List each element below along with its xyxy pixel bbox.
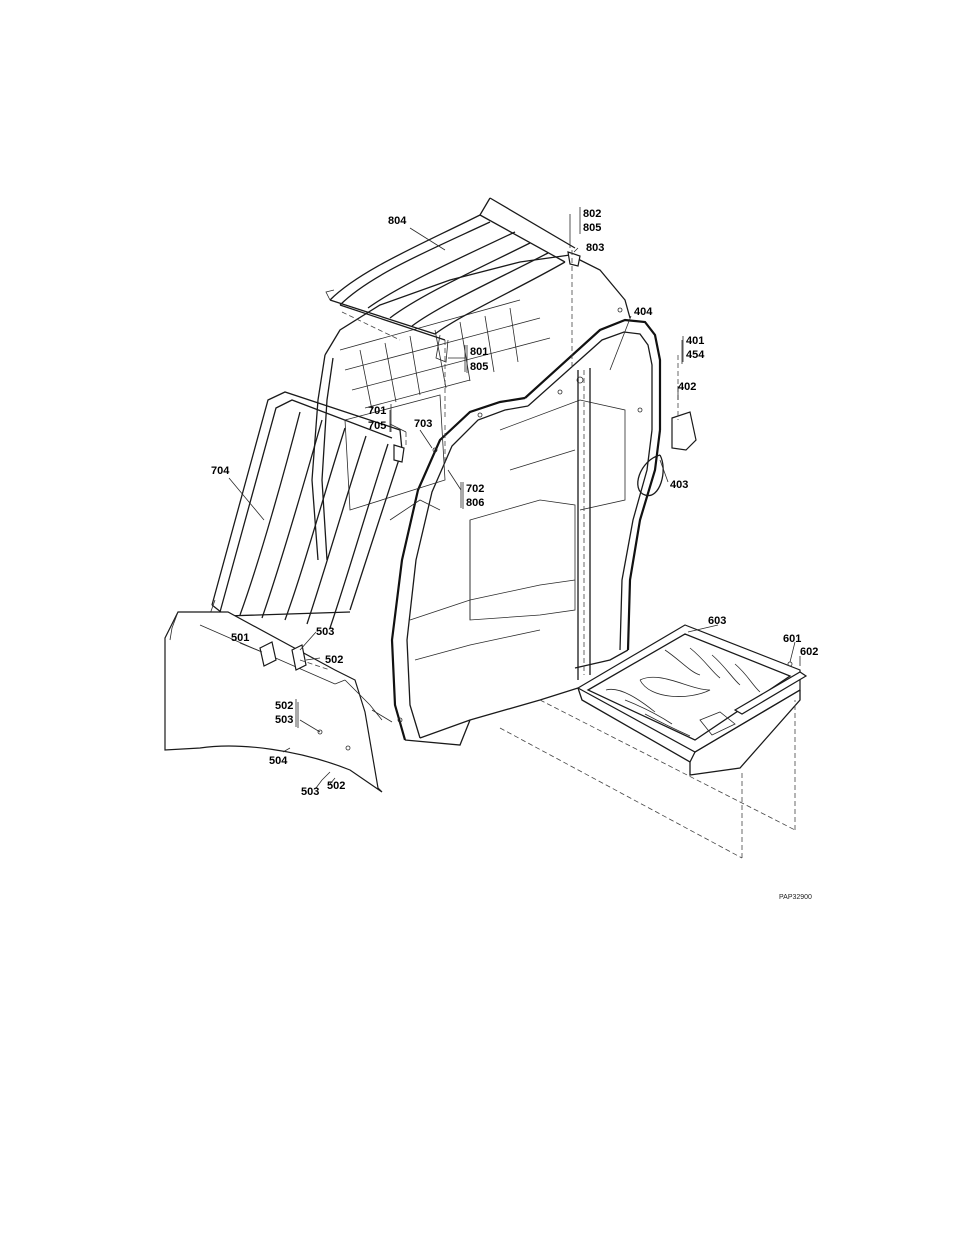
callout-labels: 804 802 805 803 404 401 454 801 805 402 … — [211, 207, 818, 901]
callout-402: 402 — [678, 381, 696, 393]
callout-805: 805 — [583, 222, 601, 234]
callout-802: 802 — [583, 208, 601, 220]
callout-803: 803 — [586, 242, 604, 254]
callout-502: 502 — [275, 700, 293, 712]
callout-504: 504 — [269, 755, 288, 767]
callout-403: 403 — [670, 479, 688, 491]
callout-801: 801 — [470, 346, 488, 358]
callout-806: 806 — [466, 497, 484, 509]
callout-705: 705 — [368, 420, 386, 432]
callout-601: 601 — [783, 633, 801, 645]
callout-704: 704 — [211, 465, 230, 477]
roof-guard — [326, 198, 580, 362]
callout-404: 404 — [634, 306, 653, 318]
callout-502: 502 — [327, 780, 345, 792]
callout-501: 501 — [231, 632, 249, 644]
callout-602: 602 — [800, 646, 818, 658]
callout-603: 603 — [708, 615, 726, 627]
callout-703: 703 — [414, 418, 432, 430]
callout-454: 454 — [686, 349, 705, 361]
callout-805: 805 — [470, 361, 488, 373]
floor-mat — [578, 625, 806, 775]
callout-804: 804 — [388, 215, 407, 227]
callout-701: 701 — [368, 405, 386, 417]
callout-503: 503 — [275, 714, 293, 726]
callout-503: 503 — [316, 626, 334, 638]
callout-502: 502 — [325, 654, 343, 666]
drawing-id: PAP32900 — [779, 894, 812, 901]
callout-503: 503 — [301, 786, 319, 798]
callout-401: 401 — [686, 335, 704, 347]
callout-702: 702 — [466, 483, 484, 495]
